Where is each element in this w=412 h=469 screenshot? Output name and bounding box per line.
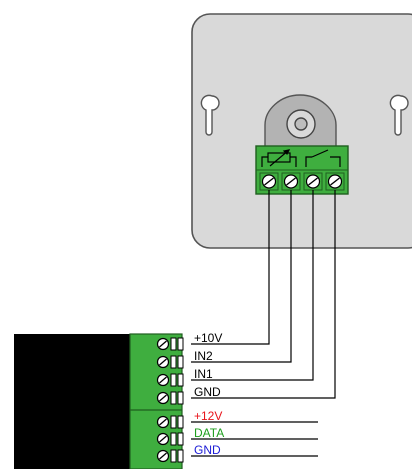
module-body <box>14 334 132 469</box>
label-in2: IN2 <box>194 349 213 363</box>
rotary-knob-inner <box>294 117 308 131</box>
terminal-block-top <box>255 145 349 195</box>
screw-terminal-icon <box>156 337 184 351</box>
label-in1: IN1 <box>194 367 213 381</box>
label-data: DATA <box>194 426 224 440</box>
relay-switch-icon <box>305 149 341 167</box>
wire-in1 <box>191 190 314 381</box>
screw-terminal-icon <box>259 172 279 191</box>
control-module <box>14 333 184 469</box>
label-plus12v: +12V <box>194 409 222 423</box>
screw-terminal-icon <box>156 355 184 369</box>
screw-terminal-icon <box>303 172 323 191</box>
screw-terminal-icon <box>325 172 345 191</box>
terminal-labels: +10V IN2 IN1 GND <box>194 331 222 399</box>
module-screws <box>156 337 184 463</box>
wire-gnd <box>191 190 336 399</box>
screw-terminal-icon <box>156 415 184 429</box>
label-gnd: GND <box>194 385 221 399</box>
keyhole-slot-icon <box>389 94 409 136</box>
label-plus10v: +10V <box>194 331 222 345</box>
keyhole-slot-icon <box>200 94 220 136</box>
screw-terminal-icon <box>156 391 184 405</box>
screw-terminal-icon <box>281 172 301 191</box>
screw-terminal-icon <box>156 432 184 446</box>
flush-mount-unit <box>191 13 412 249</box>
potentiometer-icon <box>261 149 297 167</box>
wire-in2 <box>191 190 292 363</box>
wires <box>191 190 336 457</box>
wire-plus10v <box>191 190 270 345</box>
screw-terminal-icon <box>156 449 184 463</box>
label-gnd-supply: GND <box>194 443 221 457</box>
supply-labels: +12V DATA GND <box>194 409 224 457</box>
screw-terminal-icon <box>156 373 184 387</box>
